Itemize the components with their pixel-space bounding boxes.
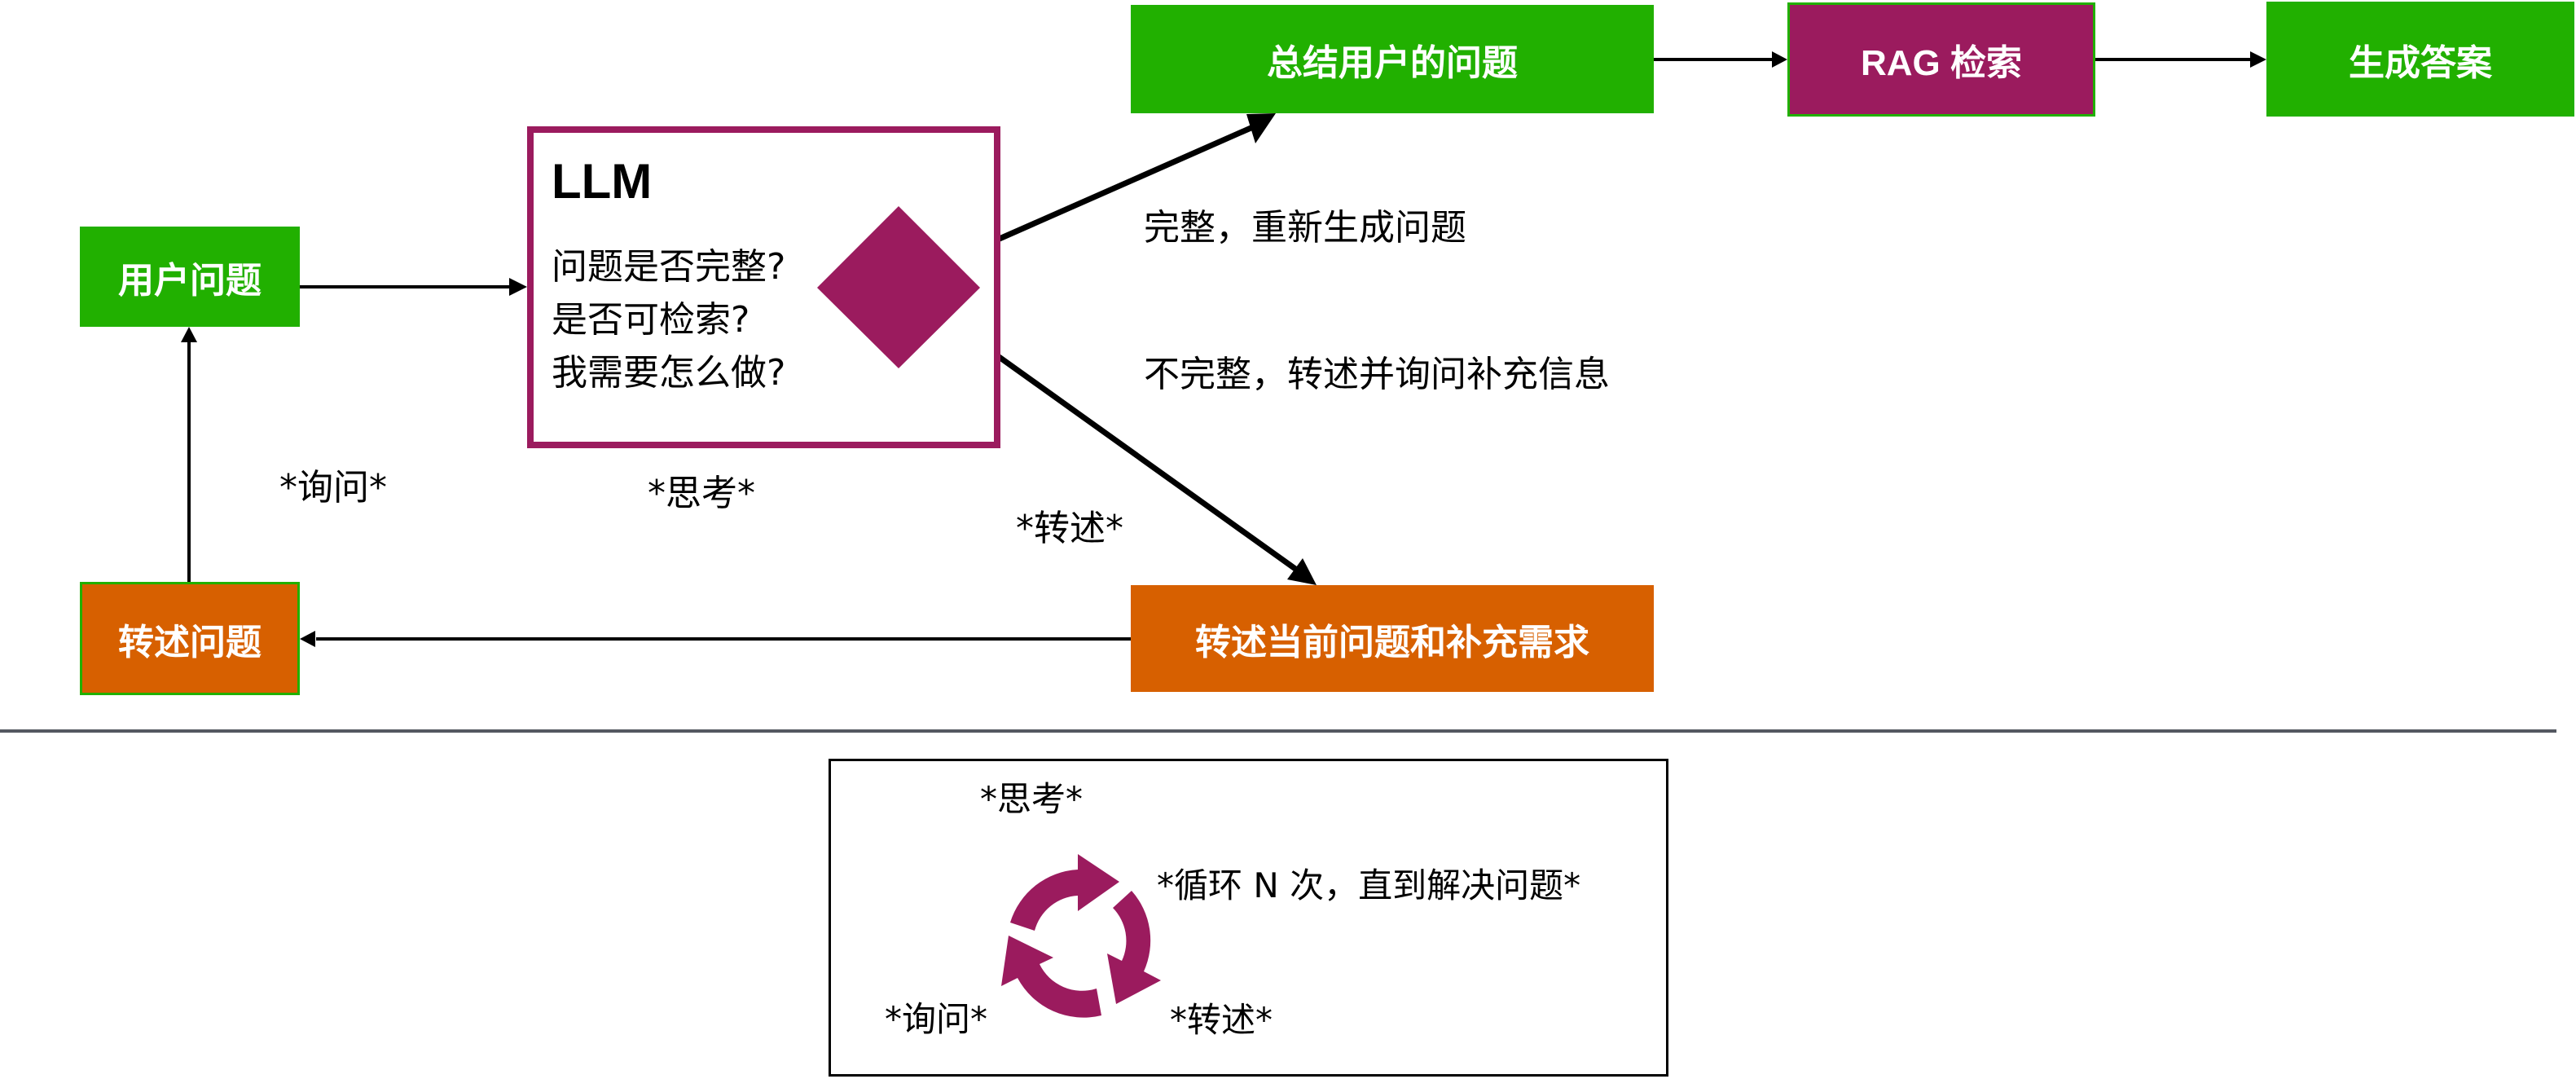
node-restate-request: 转述当前问题和补充需求 [1131,585,1654,692]
node-llm: LLM 问题是否完整? 是否可检索? 我需要怎么做? [527,126,1000,448]
edge-label-restate: *转述* [1016,508,1123,549]
legend-label-restate: *转述* [1170,1000,1273,1040]
node-summarize: 总结用户的问题 [1131,5,1654,113]
llm-question: 我需要怎么做? [552,352,786,394]
legend-box [829,759,1668,1077]
node-answer-label: 生成答案 [2349,42,2492,84]
node-user-question: 用户问题 [80,227,300,327]
legend-label-loop: *循环 N 次，直到解决问题* [1157,865,1581,905]
node-summarize-label: 总结用户的问题 [1267,42,1518,84]
edge-label-incomplete: 不完整，转述并询问补充信息 [1144,354,1610,395]
node-answer: 生成答案 [2266,2,2574,117]
arrow-rag-to-answer [2095,51,2266,68]
node-restate-question-label: 转述问题 [118,621,262,663]
llm-question: 问题是否完整? [552,246,786,288]
node-restate-request-label: 转述当前问题和补充需求 [1195,621,1589,663]
node-rag-label: RAG 检索 [1861,43,2022,83]
llm-question: 是否可检索? [552,299,750,341]
llm-title: LLM [552,154,653,209]
arrow-summarize-to-rag [1654,51,1787,68]
legend-label-ask: *询问* [885,999,988,1039]
node-user-question-label: 用户问题 [118,259,262,302]
arrow-restate-request-to-restate-question [300,631,1131,647]
arrow-user-to-llm [300,278,527,296]
edge-label-ask: *询问* [279,467,387,509]
arrow-restate-question-to-user [181,327,197,582]
node-rag: RAG 检索 [1787,2,2095,117]
section-divider [0,729,2556,733]
node-restate-question: 转述问题 [80,582,300,695]
llm-questions: 问题是否完整? 是否可检索? 我需要怎么做? [552,240,785,399]
edge-label-think: *思考* [648,473,755,514]
edge-label-complete: 完整，重新生成问题 [1144,207,1466,249]
legend-label-think: *思考* [980,779,1084,819]
